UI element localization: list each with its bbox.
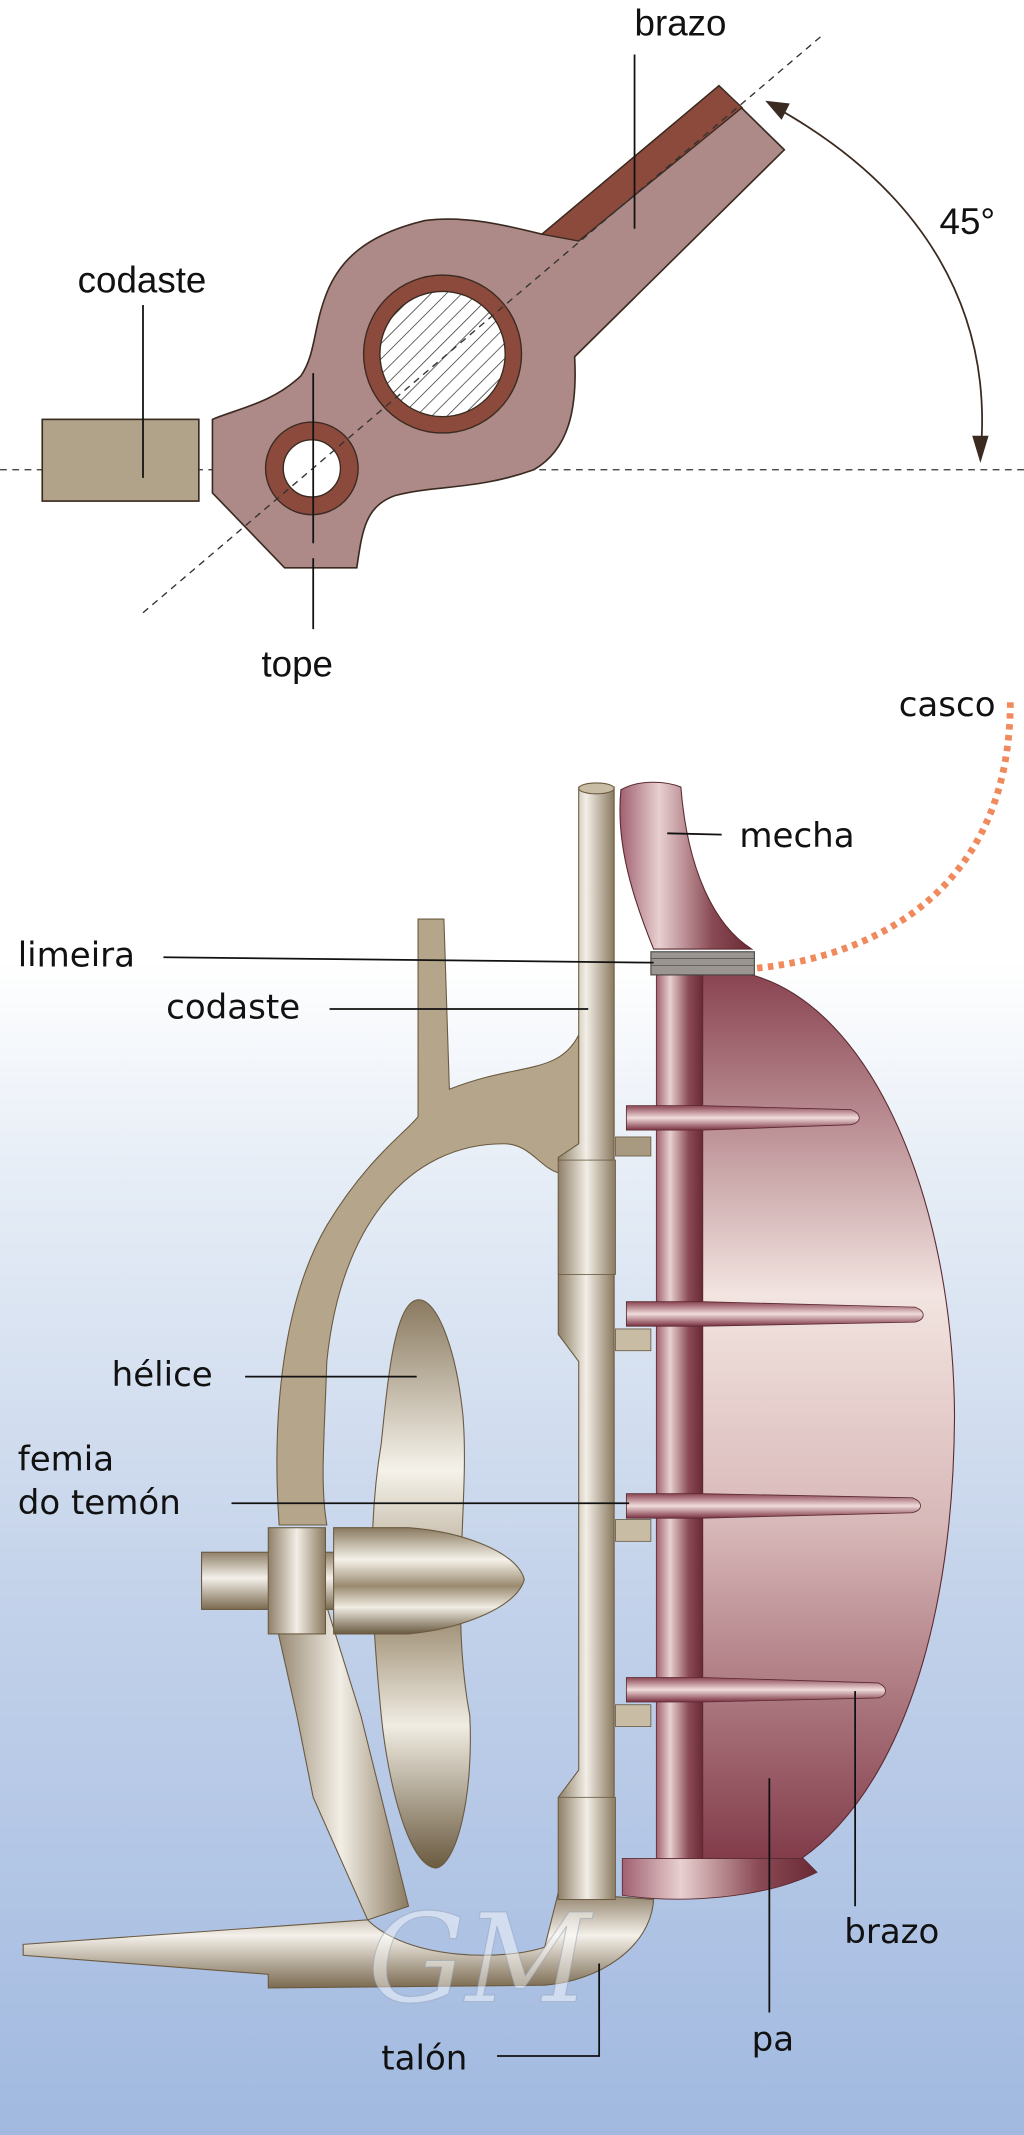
- propeller-hub: [333, 1527, 525, 1635]
- label-casco: casco: [899, 685, 996, 725]
- pintle-4: [615, 1704, 652, 1727]
- stock-section-hatched: [379, 290, 506, 418]
- codaste-section: [41, 418, 200, 502]
- rudder-arms: [615, 1105, 924, 1727]
- tiller-arm-edge: [540, 84, 744, 242]
- pintle-3: [615, 1519, 652, 1542]
- label-tope: tope: [261, 644, 333, 685]
- rudder-blade-pa: [702, 974, 956, 1891]
- mecha-leader: [667, 832, 722, 836]
- angle-arc-arrow: [772, 105, 983, 457]
- label-codaste-top: codaste: [78, 260, 207, 301]
- codaste-post-top: [578, 782, 615, 795]
- mecha-rudder-stock: [619, 781, 754, 950]
- label-talon: talón: [381, 2039, 467, 2079]
- rudder-arm-4: [625, 1677, 886, 1703]
- rudder-arm-3: [625, 1493, 921, 1519]
- label-angle: 45°: [940, 201, 996, 242]
- shaft-bearing: [267, 1527, 327, 1635]
- talon-leader: [497, 1963, 601, 2057]
- label-femia-1: femia: [18, 1440, 114, 1480]
- label-helice: hélice: [112, 1355, 213, 1395]
- label-codaste-side: codaste: [166, 987, 300, 1027]
- watermark: GM: [368, 1888, 594, 2031]
- rudder-bottom-plate: [621, 1858, 818, 1900]
- limeira-collar: [650, 951, 755, 976]
- label-femia-2: do temón: [18, 1483, 181, 1523]
- side-view: GM casco mecha limeira codaste hélice fe…: [18, 685, 1014, 2079]
- pintle-1: [615, 1136, 652, 1157]
- centerline-diagonal: [142, 33, 825, 614]
- rudder-arm-2: [625, 1301, 924, 1327]
- arrowhead-bottom-icon: [972, 435, 989, 463]
- label-limeira: limeira: [18, 936, 135, 976]
- label-mecha: mecha: [739, 816, 854, 856]
- label-brazo-top: brazo: [635, 2, 727, 43]
- gudgeon-1: [557, 1159, 616, 1275]
- sternframe-lower-strut: [271, 1606, 410, 1921]
- limeira-leader: [163, 956, 654, 964]
- rudder-arm-1: [625, 1105, 860, 1131]
- gudgeon-2: [557, 1796, 616, 1900]
- label-pa: pa: [752, 2020, 794, 2060]
- codaste-post: [557, 786, 615, 1900]
- arrowhead-top-icon: [765, 100, 790, 120]
- label-brazo-side: brazo: [844, 1912, 939, 1952]
- hull-dotted-line: [756, 701, 1014, 972]
- pintle-2: [615, 1328, 652, 1352]
- top-view: brazo 45° codaste tope: [0, 2, 1024, 685]
